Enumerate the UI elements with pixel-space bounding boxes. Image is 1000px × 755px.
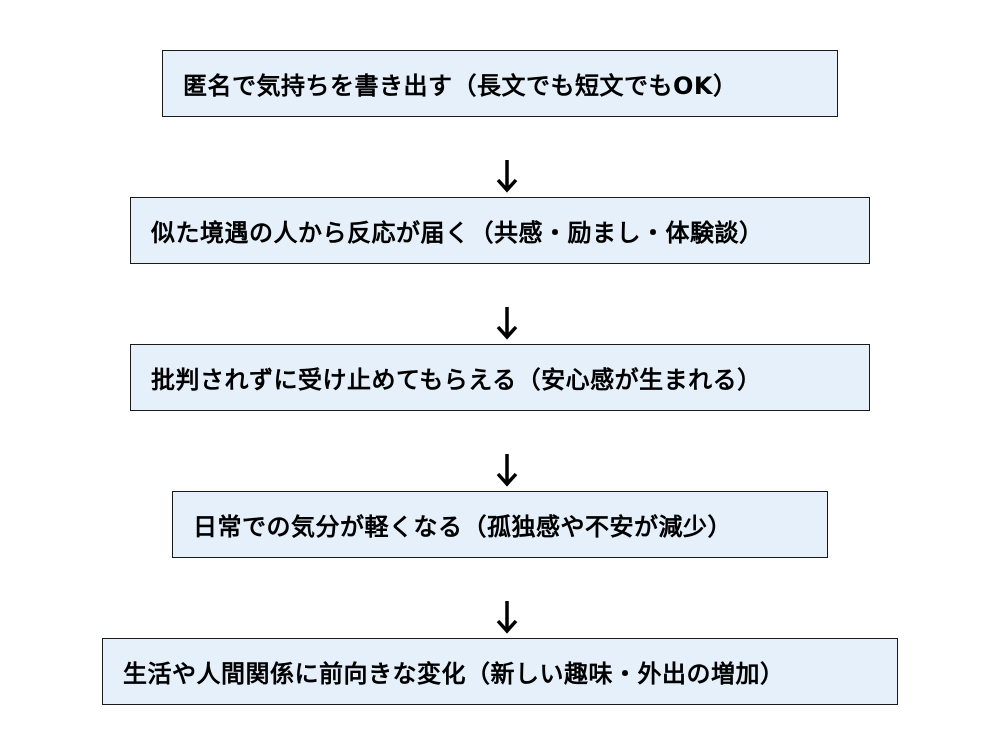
flow-step-4: 日常での気分が軽くなる（孤独感や不安が減少） <box>172 491 828 558</box>
flow-step-5-label: 生活や人間関係に前向きな変化（新しい趣味・外出の増加） <box>123 660 785 688</box>
down-arrow-icon <box>496 601 518 634</box>
flow-step-1-label: 匿名で気持ちを書き出す（長文でも短文でもOK） <box>183 72 738 100</box>
down-arrow-icon <box>496 454 518 487</box>
flow-step-4-label: 日常での気分が軽くなる（孤独感や不安が減少） <box>193 513 732 541</box>
flow-step-1: 匿名で気持ちを書き出す（長文でも短文でもOK） <box>162 50 838 117</box>
flow-step-5: 生活や人間関係に前向きな変化（新しい趣味・外出の増加） <box>102 638 898 705</box>
flow-step-2: 似た境遇の人から反応が届く（共感・励まし・体験談） <box>130 197 870 264</box>
flow-step-3-label: 批判されずに受け止めてもらえる（安心感が生まれる） <box>151 366 762 394</box>
flow-step-3: 批判されずに受け止めてもらえる（安心感が生まれる） <box>130 344 870 411</box>
down-arrow-icon <box>496 307 518 340</box>
flow-step-2-label: 似た境遇の人から反応が届く（共感・励まし・体験談） <box>151 219 764 247</box>
down-arrow-icon <box>496 160 518 193</box>
